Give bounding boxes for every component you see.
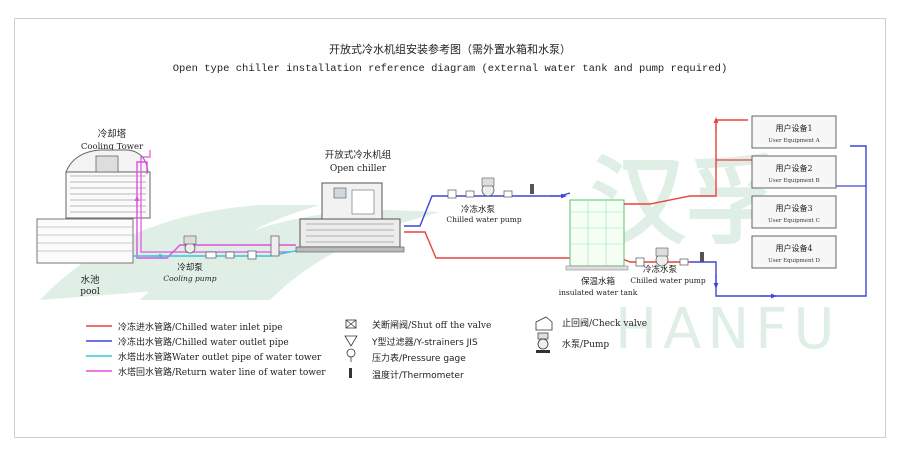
chilled-pump-top-label-en: Chilled water pump <box>446 215 521 224</box>
insulated-water-tank: 保温水箱 insulated water tank <box>559 199 638 297</box>
cooling-tower-label-en: Cooling Tower <box>81 142 144 152</box>
y-strainer-icon <box>344 335 358 347</box>
open-chiller: 开放式冷水机组 Open chiller <box>295 149 405 253</box>
user-equipment-2-cn: 用户设备2 <box>775 163 812 173</box>
legend-symbol-2-label: Y型过滤器/Y-strainers JIS <box>371 336 478 348</box>
chilled-water-pump-bottom: 冷冻水泵 Chilled water pump <box>630 247 706 285</box>
thermometer-icon <box>349 368 352 378</box>
cooling-tower: 冷却塔 Cooling Tower <box>65 128 151 219</box>
user-equipment-3: 用户设备3 User Equipment C <box>751 195 837 229</box>
chiller-label-cn: 开放式冷水机组 <box>325 149 392 161</box>
chilled-inlet-to-users <box>624 119 748 205</box>
pressure-gauge-icon <box>346 348 356 362</box>
tank-label-en: insulated water tank <box>559 288 638 297</box>
watermark-en: HANFU <box>615 297 841 362</box>
user-equipment-3-en: User Equipment C <box>768 218 820 224</box>
tower-return-pipe <box>136 161 296 259</box>
legend-pipe-3-label: 水塔出水管路Water outlet pipe of water tower <box>118 351 322 363</box>
chiller-label-en: Open chiller <box>330 164 387 174</box>
chilled-pump-bottom-label-cn: 冷冻水泵 <box>643 264 678 275</box>
user-equipment-4: 用户设备4 User Equipment D <box>751 235 837 269</box>
title-en: Open type chiller installation reference… <box>173 63 728 75</box>
pool: 水池 pool <box>36 218 134 297</box>
cooling-pump-label-en: Cooling pump <box>163 274 216 283</box>
user-equipment-3-cn: 用户设备3 <box>775 203 812 213</box>
pool-label-en: pool <box>80 287 100 297</box>
chilled-pump-top-label-cn: 冷冻水泵 <box>461 204 496 215</box>
cooling-tower-label-cn: 冷却塔 <box>98 128 127 140</box>
legend-symbol-6-label: 水泵/Pump <box>562 338 609 350</box>
pool-label-cn: 水池 <box>80 274 100 286</box>
title-cn: 开放式冷水机组安装参考图（需外置水箱和水泵） <box>329 42 571 56</box>
chilled-water-pump-top: 冷冻水泵 Chilled water pump <box>446 177 534 224</box>
pump-icon <box>536 332 550 353</box>
user-equipment-2-en: User Equipment B <box>768 178 819 184</box>
user-equipment-2: 用户设备2 User Equipment B <box>751 155 837 189</box>
user-equipment-4-cn: 用户设备4 <box>775 243 812 253</box>
cooling-pump-label-cn: 冷却泵 <box>177 262 203 273</box>
legend-symbol-1-label: 关断闸阀/Shut off the valve <box>372 319 491 331</box>
legend-symbol-3-label: 压力表/Pressure gage <box>372 352 466 364</box>
legend-symbol-5-label: 止回阀/Check valve <box>562 317 647 329</box>
tank-label-cn: 保温水箱 <box>581 276 616 287</box>
user-equipment-1: 用户设备1 User Equipment A <box>751 115 837 149</box>
legend-pipe-4-label: 水塔回水管路/Return water line of water tower <box>118 366 326 378</box>
cooling-pump: 冷却泵 Cooling pump <box>163 235 280 283</box>
user-equipment-1-en: User Equipment A <box>768 138 820 144</box>
legend-symbol-4-label: 温度计/Thermometer <box>372 369 464 381</box>
chilled-pump-bottom-label-en: Chilled water pump <box>630 276 705 285</box>
legend-pipe-2-label: 冷冻出水管路/Chilled water outlet pipe <box>118 336 289 348</box>
legend-pipes: 冷冻进水管路/Chilled water inlet pipe 冷冻出水管路/C… <box>86 321 326 378</box>
diagram-frame <box>14 18 886 438</box>
check-valve-icon <box>535 316 553 331</box>
user-equipment-4-en: User Equipment D <box>768 258 820 264</box>
legend-symbols: 关断闸阀/Shut off the valve Y型过滤器/Y-strainer… <box>344 316 647 381</box>
shutoff-valve-icon <box>345 319 357 329</box>
chilled-outlet-return <box>690 145 867 297</box>
legend-pipe-1-label: 冷冻进水管路/Chilled water inlet pipe <box>118 321 283 333</box>
user-equipment-1-cn: 用户设备1 <box>775 123 812 133</box>
